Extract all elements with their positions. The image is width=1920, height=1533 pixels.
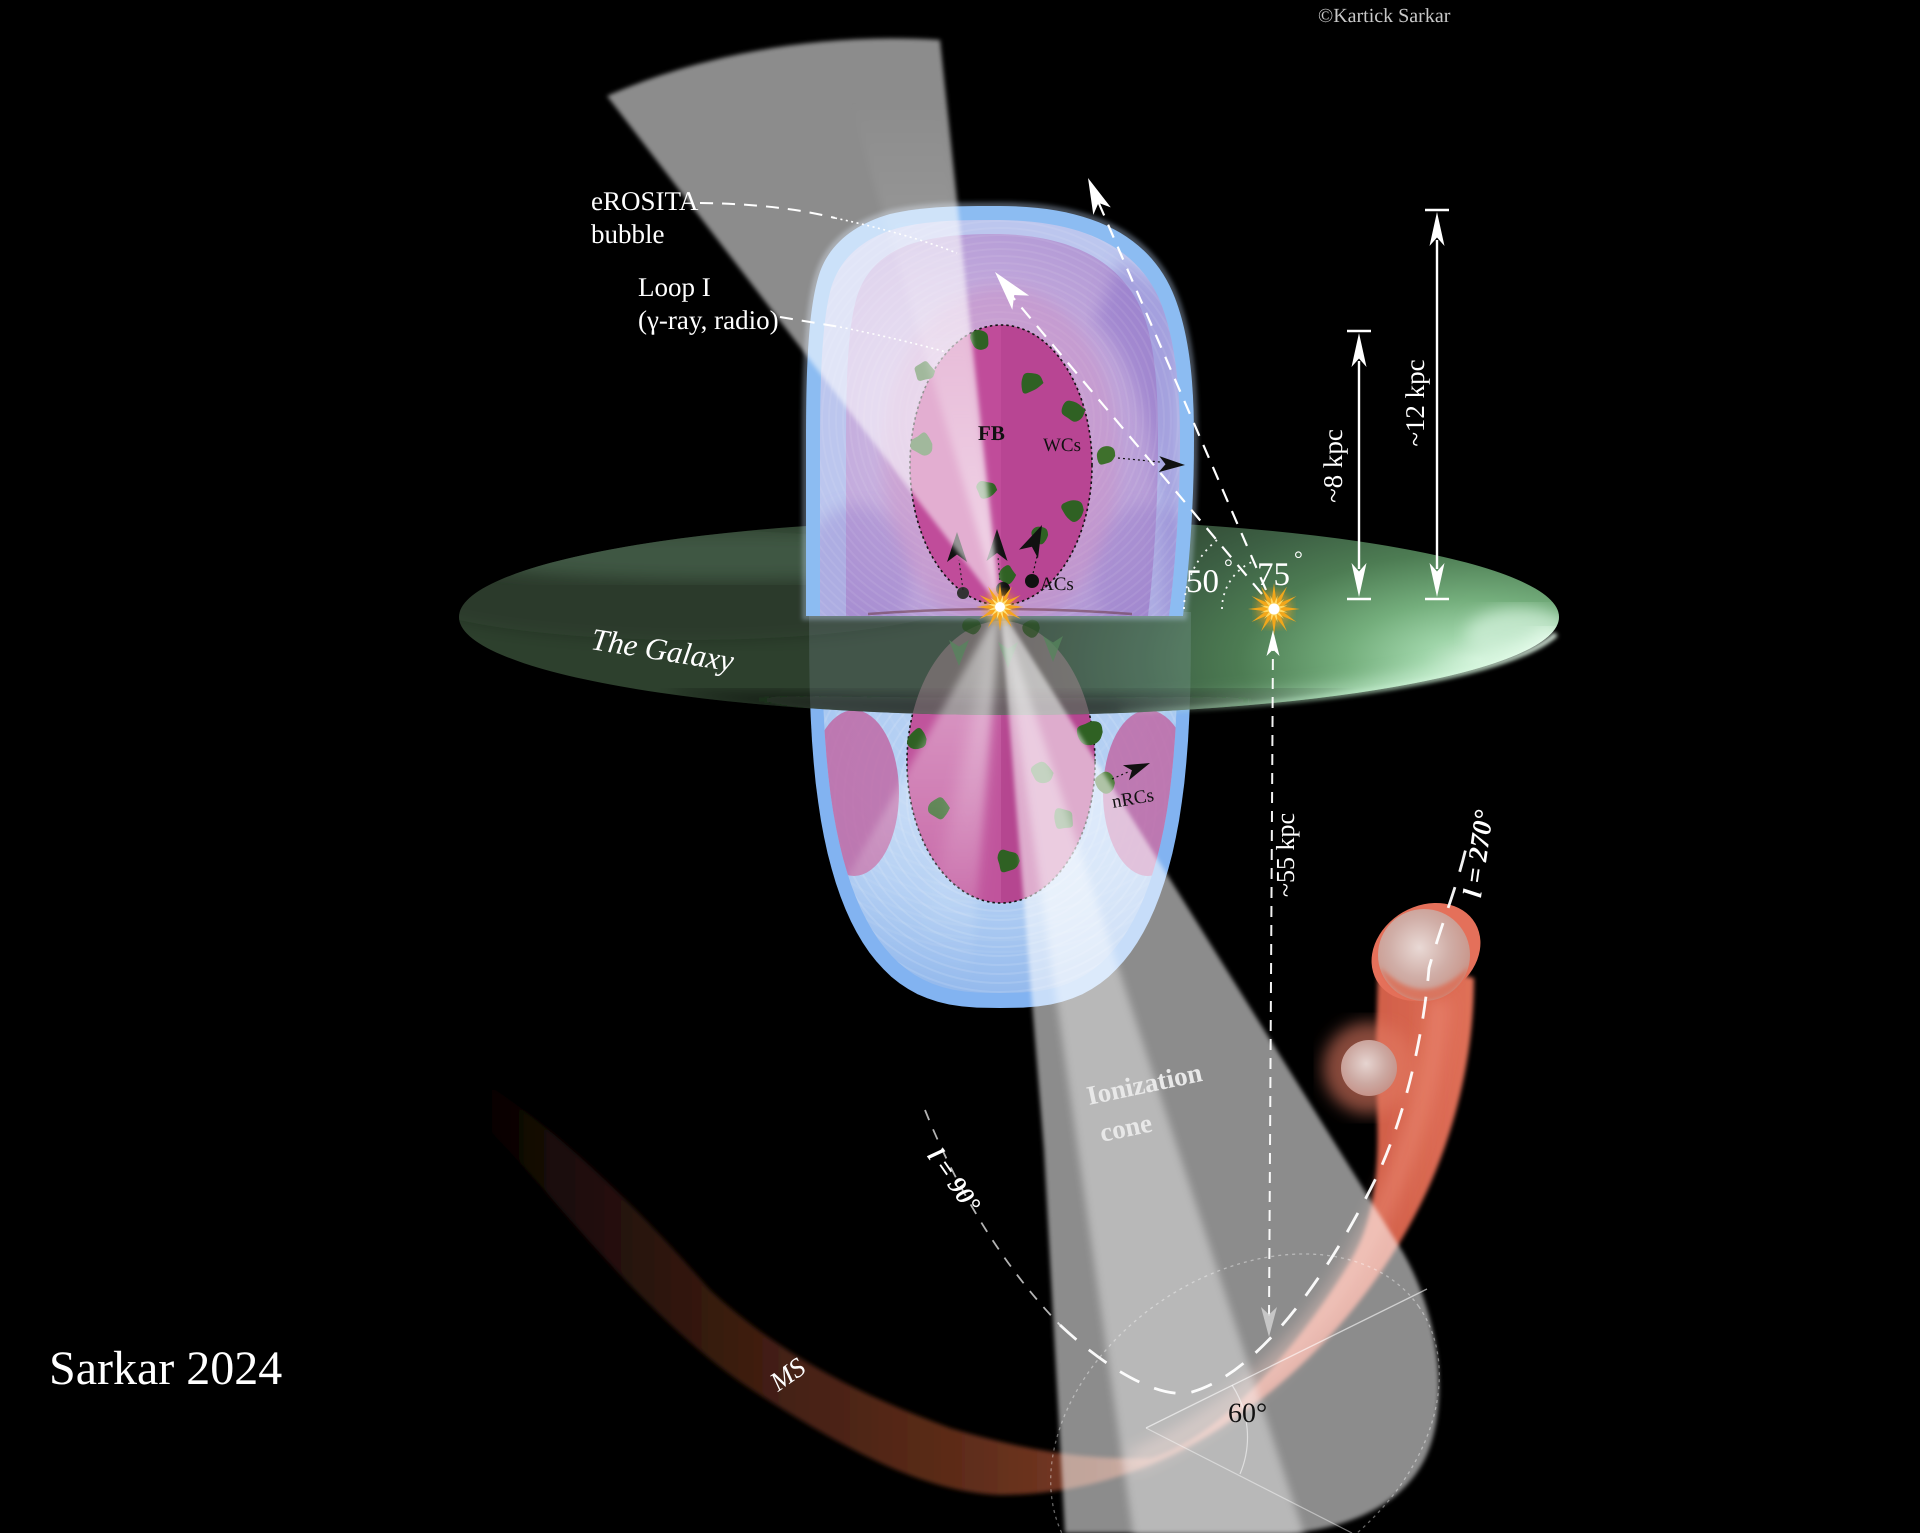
svg-text:ACs: ACs [1040, 574, 1074, 595]
svg-text:FB: FB [978, 421, 1005, 445]
svg-text:~12 kpc: ~12 kpc [1400, 359, 1430, 446]
svg-text:°: ° [1224, 554, 1233, 579]
svg-text:(γ-ray, radio): (γ-ray, radio) [638, 305, 779, 335]
svg-text:60°: 60° [1228, 1398, 1267, 1429]
svg-text:Loop I: Loop I [638, 272, 711, 302]
svg-text:©Kartick Sarkar: ©Kartick Sarkar [1318, 5, 1451, 27]
svg-text:eROSITA: eROSITA [591, 186, 699, 216]
svg-text:50: 50 [1186, 564, 1219, 600]
svg-text:bubble: bubble [591, 219, 665, 249]
svg-text:~8 kpc: ~8 kpc [1318, 429, 1348, 503]
svg-text:Sarkar 2024: Sarkar 2024 [49, 1342, 282, 1395]
svg-text:75: 75 [1257, 557, 1290, 593]
svg-text:WCs: WCs [1043, 435, 1081, 456]
svg-text:~55 kpc: ~55 kpc [1271, 813, 1300, 897]
svg-text:°: ° [1294, 546, 1303, 571]
